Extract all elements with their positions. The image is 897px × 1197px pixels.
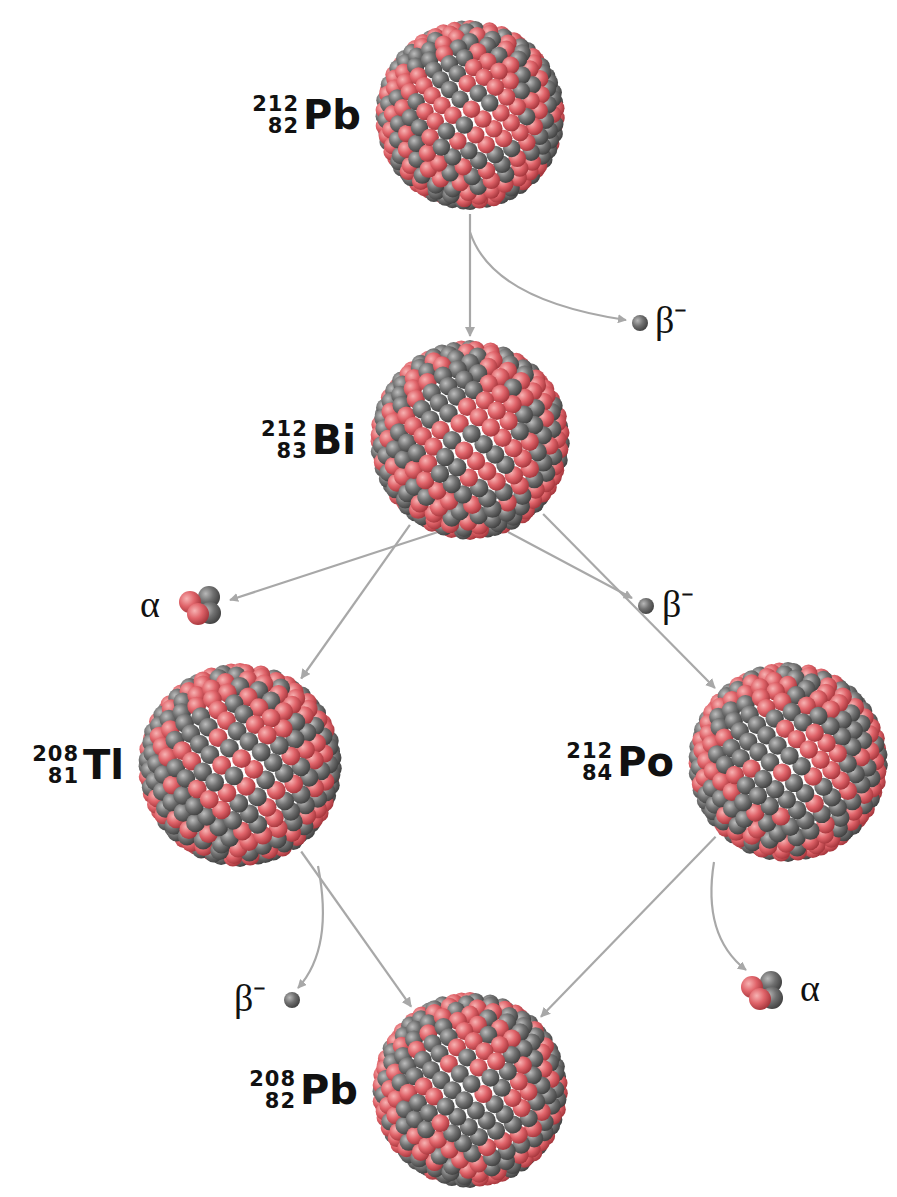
element-symbol: Po: [617, 742, 674, 782]
alpha-particle: [179, 586, 221, 625]
emission-arrow: [470, 232, 626, 320]
mass-number: 212: [261, 418, 308, 440]
atomic-number: 83: [277, 440, 308, 462]
mass-number: 212: [252, 93, 299, 115]
particle-label: β⁻: [662, 584, 694, 626]
mass-number: 208: [32, 743, 79, 765]
beta-particle: [632, 315, 648, 331]
nuclide-label: 21283Bi: [261, 418, 356, 462]
nucleus-node: 21282Pb: [375, 20, 565, 210]
particle-label: α: [800, 968, 820, 1010]
mass-number: 208: [249, 1068, 296, 1090]
decay-arrow: [301, 852, 411, 1007]
nuclide-label: 21284Po: [566, 740, 674, 784]
nuclide-numbers: 20882: [249, 1068, 296, 1112]
nucleus-node: 20882Pb: [372, 992, 568, 1188]
beta-particle: [284, 992, 300, 1008]
element-symbol: Pb: [300, 1070, 358, 1110]
nucleus-sphere: [372, 992, 568, 1188]
nuclide-label: 21282Pb: [252, 93, 361, 137]
atomic-number: 82: [265, 1090, 296, 1112]
decay-arrow: [541, 837, 716, 1017]
decay-arrow: [543, 514, 715, 688]
nucleus-sphere: [370, 340, 570, 540]
decay-arrow: [469, 214, 471, 336]
element-symbol: Pb: [303, 95, 361, 135]
nuclide-numbers: 21282: [252, 93, 299, 137]
atomic-number: 84: [582, 762, 613, 784]
element-symbol: Bi: [312, 420, 356, 460]
alpha-particle: [741, 971, 783, 1010]
atomic-number: 81: [48, 765, 79, 787]
particle-label: β⁻: [234, 978, 266, 1020]
nucleus-sphere: [138, 663, 342, 867]
particle-label: α: [140, 584, 160, 626]
emission-arrow: [230, 532, 438, 600]
decay-arrow: [301, 525, 410, 679]
nuclide-label: 20881Tl: [32, 743, 124, 787]
element-symbol: Tl: [83, 745, 124, 785]
nucleus-node: 21284Po: [688, 662, 888, 862]
nucleus-sphere: [688, 662, 888, 862]
nucleus-sphere: [375, 20, 565, 210]
nuclide-numbers: 21283: [261, 418, 308, 462]
atomic-number: 82: [268, 115, 299, 137]
nuclide-numbers: 20881: [32, 743, 79, 787]
emission-arrow: [298, 866, 323, 988]
emission-arrow: [711, 862, 746, 970]
nucleus-node: 20881Tl: [138, 663, 342, 867]
nucleus-node: 21283Bi: [370, 340, 570, 540]
nuclide-label: 20882Pb: [249, 1068, 358, 1112]
nuclide-numbers: 21284: [566, 740, 613, 784]
particle-label: β⁻: [655, 300, 687, 342]
mass-number: 212: [566, 740, 613, 762]
